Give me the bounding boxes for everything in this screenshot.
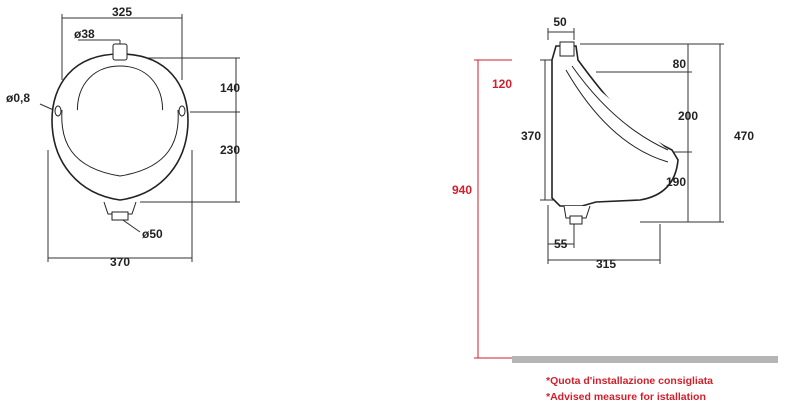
dim-front-height-upper: 140 [220,81,240,95]
dim-side-front-height: 370 [521,129,541,143]
dim-install-height: 940 [452,183,472,197]
side-inlet [559,41,575,57]
dim-install-offset: 120 [492,77,512,91]
note-english: *Advised measure for istallation [546,391,706,403]
side-view: 50 80 120 370 200 470 190 940 55 315 *Qu… [452,15,778,403]
fixing-hole-left [54,105,62,117]
dim-front-height-lower: 230 [220,143,240,157]
note-italian: *Quota d'installazione consigliata [546,375,713,387]
dim-side-total-height: 470 [734,129,754,143]
dim-side-top-depth: 50 [553,15,567,29]
dim-fixing-hole: ø0,8 [6,91,30,105]
front-view: 325 ø38 ø0,8 140 230 ø50 370 [6,5,240,269]
dim-side-depth: 315 [596,257,616,271]
dim-side-upper-offset: 80 [673,57,687,71]
dim-outlet-diameter: ø50 [142,227,163,241]
dim-inlet-diameter: ø38 [74,27,95,41]
dim-front-width-bottom: 370 [110,255,130,269]
dim-front-width-top: 325 [112,5,132,19]
inlet-spud [112,43,128,61]
dim-side-middle-height: 200 [678,109,698,123]
dim-side-lower-height: 190 [666,175,686,189]
floor [512,356,778,363]
dim-side-outlet-offset: 55 [554,237,568,251]
fixing-hole-right [178,105,186,117]
